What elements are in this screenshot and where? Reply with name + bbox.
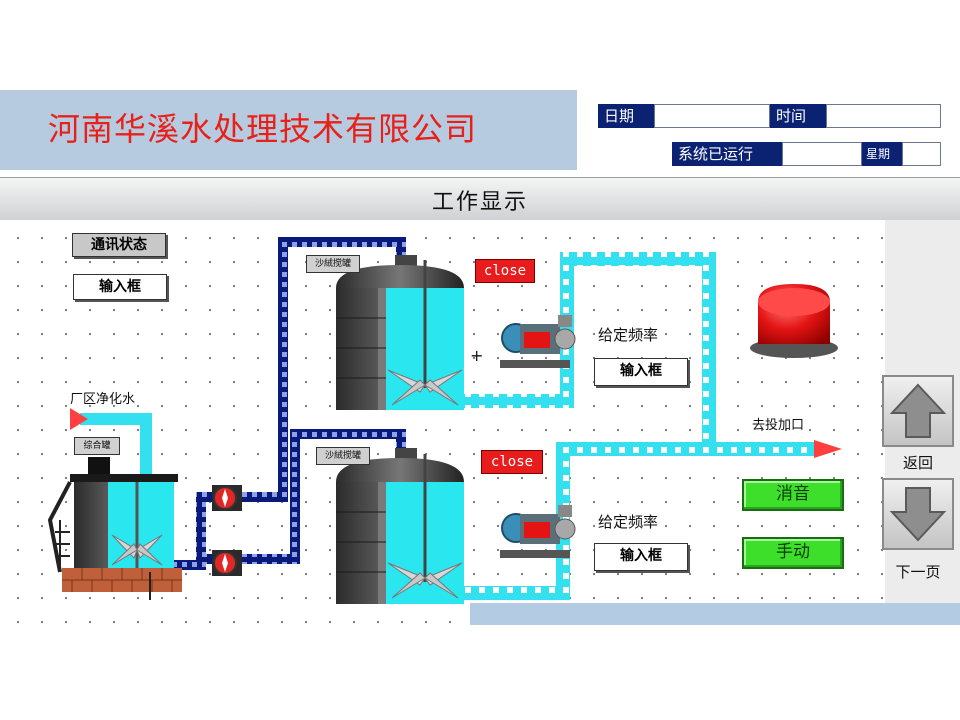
page-title: 工作显示 [431,190,528,215]
dosing-tank-2-label: 沙絨搅罐 [316,447,370,465]
freq-label-2: 给定频率 [598,513,659,531]
dosing-outlet-arrow [814,440,842,458]
dosing-tank-1-label: 沙絨搅罐 [306,255,360,273]
company-name: 河南华溪水处理技术有限公司 [48,110,478,148]
dosing-tank-1 [336,255,464,410]
title-bar [0,177,960,221]
cyan-pipes [80,252,818,600]
next-page-button[interactable] [882,478,954,550]
weekday-label: 星期 [862,142,902,166]
date-field [654,104,770,128]
date-label: 日期 [598,104,654,128]
uptime-field [782,142,862,166]
transfer-pump-1 [212,485,242,511]
plus-sign: + [470,346,484,365]
time-label: 时间 [770,104,826,128]
next-page-label: 下一页 [895,563,941,581]
clean-water-label: 厂区净化水 [70,392,136,407]
close-button-1[interactable]: close [475,259,535,283]
freq-input-2[interactable]: 输入框 [594,543,688,571]
arrow-up-icon [889,383,947,438]
freq-label-1: 给定频率 [598,326,659,344]
clean-water-arrow [70,408,88,430]
to-dosing-label: 去投加口 [752,418,805,433]
weekday-field [902,142,941,166]
input-box-top[interactable]: 输入框 [73,274,167,300]
back-label: 返回 [902,454,933,472]
transfer-pump-2 [212,550,242,576]
bottom-bar [470,603,960,625]
comm-status-box: 通讯状态 [72,233,166,257]
metering-pump-2 [500,505,576,558]
freq-input-1[interactable]: 输入框 [594,358,688,386]
uptime-label: 系统已运行 [672,142,782,166]
metering-pump-1 [500,315,576,368]
dosing-tank-2 [336,448,464,604]
close-button-2[interactable]: close [481,450,543,474]
mute-button[interactable]: 消音 [742,479,844,511]
process-diagram [47,237,842,604]
mixing-tank [47,457,182,600]
company-banner [0,90,577,170]
alarm-light [750,284,838,358]
manual-button[interactable]: 手动 [742,537,844,569]
time-field [826,104,941,128]
back-button[interactable] [882,375,954,447]
arrow-down-icon [889,487,947,542]
mixing-tank-label: 综合罐 [74,437,120,455]
